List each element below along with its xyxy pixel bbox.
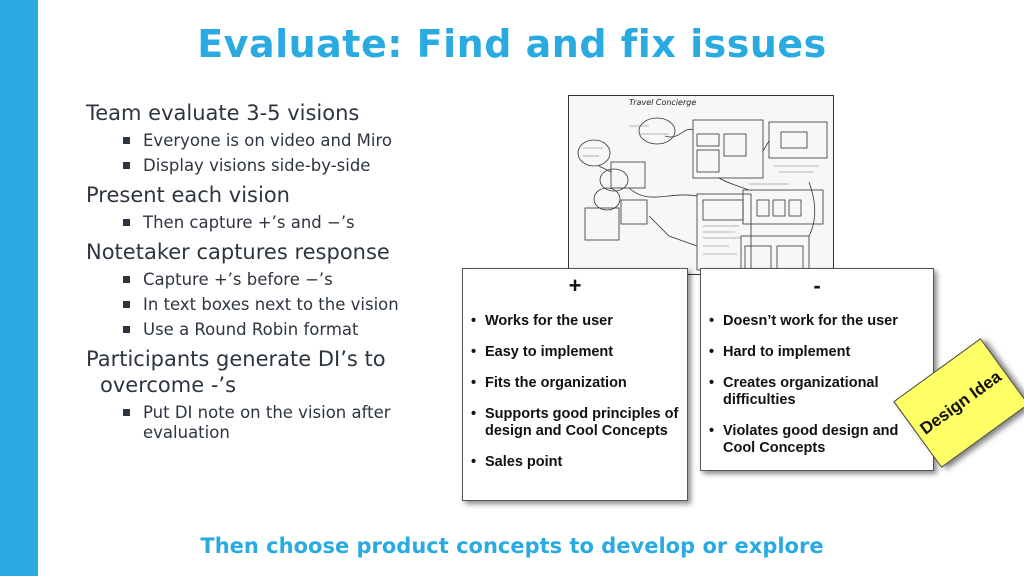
slide-footer: Then choose product concepts to develop … [200, 534, 824, 558]
square-bullet-icon [123, 301, 130, 308]
plus-list: •Works for the user •Easy to implement •… [463, 313, 687, 471]
list-item: •Creates organizational difficulties [709, 375, 879, 408]
bullet-list: Team evaluate 3-5 visions Everyone is on… [86, 100, 446, 443]
bullet-level1: Participants generate DI’s to overcome -… [86, 347, 386, 397]
bullet-level2: Then capture +’s and −’s [123, 213, 446, 233]
minus-symbol: - [813, 273, 821, 298]
list-item-text: Easy to implement [485, 344, 614, 360]
square-bullet-icon [123, 326, 130, 333]
bullet-text: Display visions side-by-side [143, 156, 371, 175]
bullet-level1: Present each vision [86, 183, 290, 207]
square-bullet-icon [123, 409, 130, 416]
minus-list: •Doesn’t work for the user •Hard to impl… [701, 313, 933, 457]
square-bullet-icon [123, 219, 130, 226]
bullet-text: Put DI note on the vision after evaluati… [143, 403, 391, 442]
bullet-text: Everyone is on video and Miro [143, 131, 392, 150]
list-item: •Supports good principles of design and … [471, 406, 679, 439]
list-item-text: Creates organizational difficulties [723, 375, 879, 408]
bullet-text: In text boxes next to the vision [143, 295, 399, 314]
list-item-text: Works for the user [485, 313, 613, 329]
plus-symbol: + [568, 273, 582, 298]
list-item: •Works for the user [471, 313, 613, 329]
sketch-drawing [577, 117, 828, 273]
list-item: •Easy to implement [471, 344, 614, 360]
square-bullet-icon [123, 137, 130, 144]
slide-title: Evaluate: Find and fix issues [197, 22, 827, 66]
bullet-level1: Notetaker captures response [86, 240, 390, 264]
list-item-text: Sales point [485, 454, 563, 470]
list-item-text: Hard to implement [723, 344, 851, 360]
bullet-level2: Everyone is on video and Miro [123, 131, 446, 151]
list-item: •Fits the organization [471, 375, 627, 391]
list-item-text: Violates good design and Cool Concepts [723, 423, 899, 456]
list-item: •Hard to implement [709, 344, 851, 360]
bullet-level1: Team evaluate 3-5 visions [86, 101, 360, 125]
minus-card: - •Doesn’t work for the user •Hard to im… [700, 268, 934, 471]
bullet-level2: Display visions side-by-side [123, 156, 446, 176]
sticky-note-text: Design Idea [916, 366, 1005, 439]
list-item-text: Doesn’t work for the user [723, 313, 898, 329]
sketch-title: Travel Concierge [629, 98, 697, 107]
square-bullet-icon [123, 276, 130, 283]
bullet-text: Then capture +’s and −’s [143, 213, 355, 232]
list-item-text: Fits the organization [485, 375, 627, 391]
list-item: •Violates good design and Cool Concepts [709, 423, 899, 456]
square-bullet-icon [123, 162, 130, 169]
bullet-level2: In text boxes next to the vision [123, 295, 446, 315]
bullet-text: Use a Round Robin format [143, 320, 359, 339]
list-item: •Sales point [471, 454, 563, 470]
list-item-text: Supports good principles of design and C… [485, 406, 679, 439]
bullet-level2: Put DI note on the vision after evaluati… [123, 403, 446, 443]
list-item: •Doesn’t work for the user [709, 313, 898, 329]
vision-sketch-image: Travel Concierge [568, 95, 834, 275]
left-accent-bar [0, 0, 38, 576]
bullet-text: Capture +’s before −’s [143, 270, 333, 289]
plus-card: + •Works for the user •Easy to implement… [462, 268, 688, 501]
bullet-level2: Capture +’s before −’s [123, 270, 446, 290]
bullet-level2: Use a Round Robin format [123, 320, 446, 340]
